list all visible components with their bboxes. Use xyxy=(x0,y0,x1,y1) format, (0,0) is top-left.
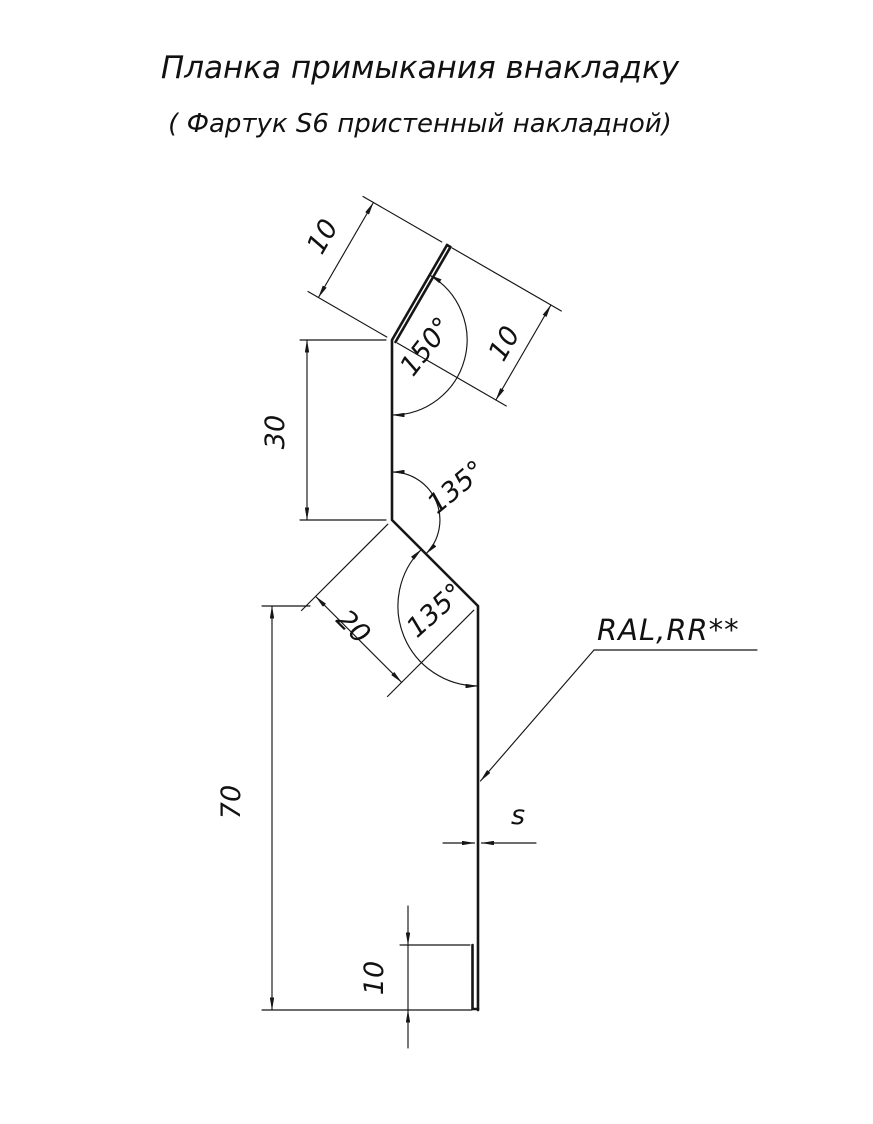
dim-thickness-s: s xyxy=(442,800,537,846)
drawing-title: Планка примыкания внакладку xyxy=(161,50,680,86)
dim-lower-face-70: 70 xyxy=(216,605,473,1011)
extension-line xyxy=(451,247,562,312)
dim-text-lower-face: 70 xyxy=(216,785,247,819)
dim-upper-face-30: 30 xyxy=(260,339,387,521)
dimension-line xyxy=(495,304,552,401)
dim-text-upper-face: 30 xyxy=(260,415,291,449)
label-coating: RAL,RR** xyxy=(479,613,758,782)
dim-bottom-hem-10: 10 xyxy=(359,905,471,1049)
extension-line xyxy=(362,195,443,243)
extension-line xyxy=(307,290,388,338)
leader-line xyxy=(479,649,595,782)
angle-arc xyxy=(397,548,479,689)
drawing-subtitle: ( Фартук S6 пристенный накладной) xyxy=(168,109,672,139)
dim-text-bottom-hem: 10 xyxy=(359,961,390,995)
profile-bottom-hem-line xyxy=(471,943,480,1011)
coating-text: RAL,RR** xyxy=(597,613,740,647)
dimension-line xyxy=(315,595,403,683)
dimension-line xyxy=(317,201,374,299)
angle-arc xyxy=(391,274,468,418)
angle-arc xyxy=(391,469,441,555)
title-block: Планка примыкания внакладку ( Фартук S6 … xyxy=(161,50,680,139)
dim-text-thickness: s xyxy=(511,800,525,831)
